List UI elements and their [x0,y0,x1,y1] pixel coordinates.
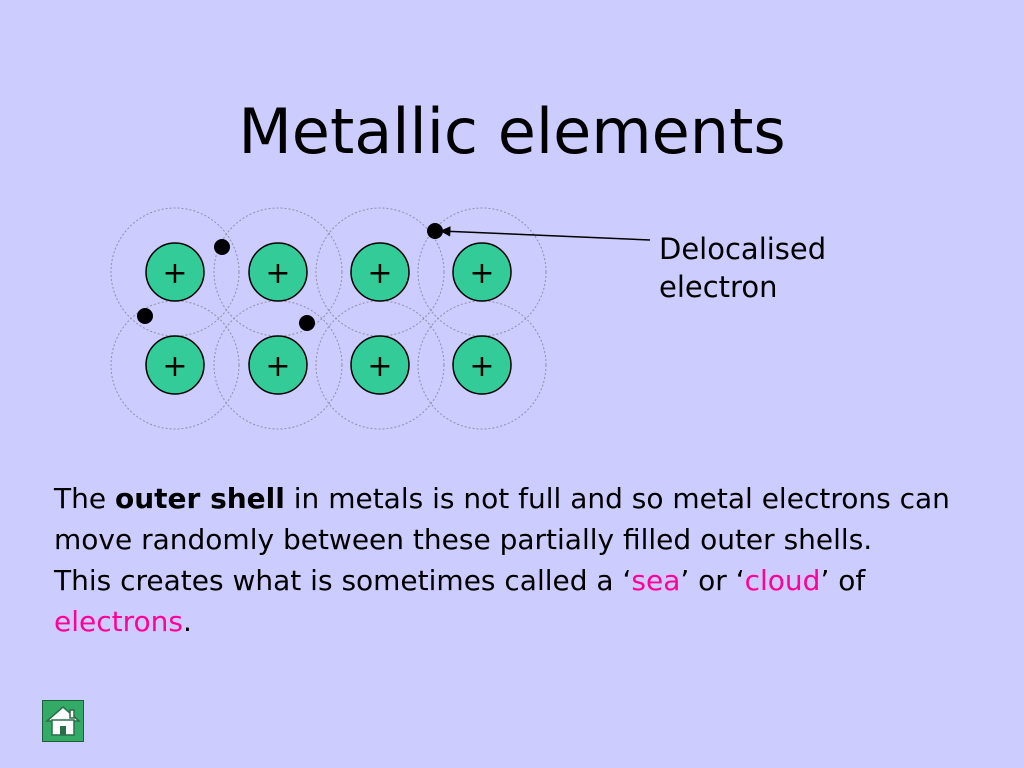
metal-ion [248,335,308,395]
callout-arrow [439,226,651,241]
paragraph-outer-shell: The outer shell in metals is not full an… [54,478,1004,560]
paragraph-sea-of-electrons: This creates what is sometimes called a … [54,560,1004,642]
ion-charge-label: + [367,349,392,384]
ion-charge-label: + [162,349,187,384]
delocalised-electron [427,223,443,239]
delocalised-electron [137,308,153,324]
metal-ion [145,335,205,395]
explanation-text: The outer shell in metals is not full an… [54,478,1004,642]
outer-shell-term: outer shell [114,482,285,515]
metal-ion [248,242,308,302]
metal-ion [350,335,410,395]
home-button[interactable] [42,700,84,742]
p2-pre: This creates what is sometimes called a … [54,564,632,597]
delocalised-electron [214,239,230,255]
metal-ion [452,335,512,395]
ion-charge-label: + [469,256,494,291]
p1-post: in metals is not full and so metal elect… [54,482,950,556]
callout-line-2: electron [659,270,778,304]
ion-charge-label: + [367,256,392,291]
ion-charge-label: + [265,349,290,384]
sea-term: sea [631,564,681,597]
cloud-term: cloud [744,564,821,597]
delocalised-electron-label: Delocalised electron [659,230,826,306]
delocalised-electron [299,315,315,331]
p2-post1: ’ of [820,564,866,597]
electrons-term: electrons [54,605,183,638]
slide-title: Metallic elements [238,95,786,168]
p1-pre: The [54,482,115,515]
callout-line-1: Delocalised [659,232,827,266]
ion-charge-label: + [469,349,494,384]
metal-ion [452,242,512,302]
ion-charge-label: + [265,256,290,291]
home-icon [45,706,81,736]
metal-ion [145,242,205,302]
p2-mid: ’ or ‘ [680,564,745,597]
p2-post2: . [182,605,192,638]
metal-ion [350,242,410,302]
ion-charge-label: + [162,256,187,291]
